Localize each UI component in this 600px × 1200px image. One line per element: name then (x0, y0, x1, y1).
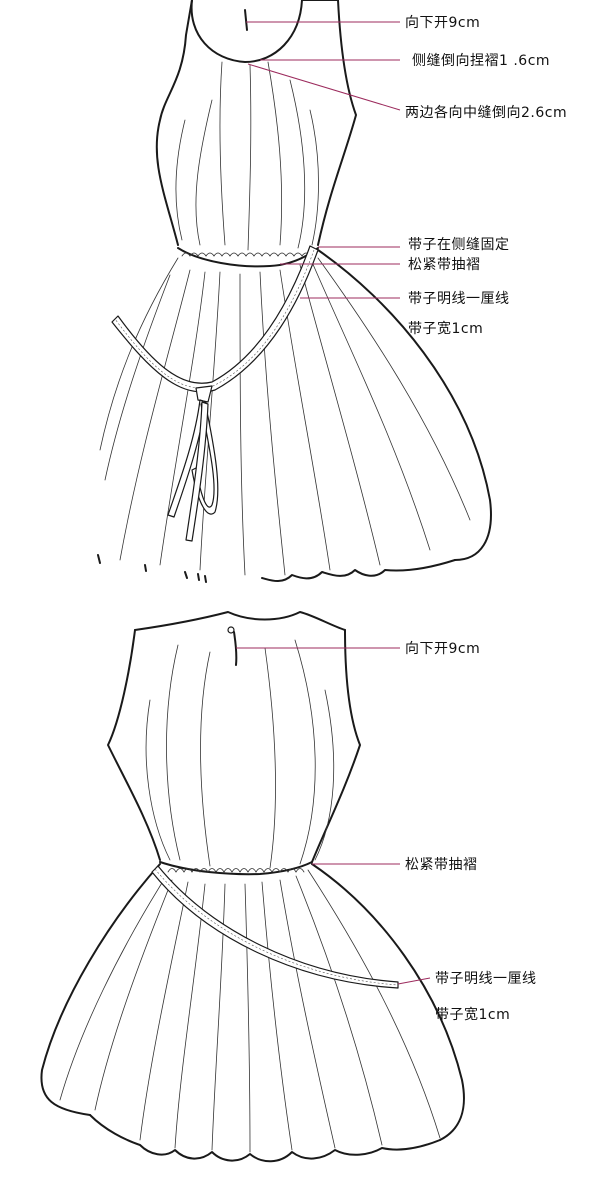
front-view-dress (40, 611, 465, 1163)
back-belt (111, 245, 319, 542)
front-belt (151, 865, 399, 989)
front-left-armhole (107, 629, 161, 861)
back-neck-opening (190, 0, 303, 63)
label-back-belt-stitch: 带子明线一厘线 (408, 291, 510, 307)
front-hem (89, 1114, 441, 1163)
back-skirt-right (317, 249, 492, 561)
back-leader-lines (246, 21, 401, 299)
back-view-dress (97, 0, 492, 583)
front-elastic-waist (159, 861, 313, 876)
label-back-belt-fixed: 带子在侧缝固定 (408, 237, 510, 253)
front-leader-lines (236, 647, 431, 985)
front-neckline-shoulders (134, 611, 346, 631)
label-front-elastic: 松紧带抽褶 (405, 857, 478, 873)
label-back-side-pleat: 侧缝倒向捏褶1 .6cm (412, 53, 551, 69)
front-waist-gather (167, 868, 305, 873)
front-skirt-folds (59, 869, 441, 1153)
label-back-elastic: 松紧带抽褶 (408, 257, 481, 273)
label-front-opening: 向下开9cm (405, 641, 481, 657)
back-left-side (155, 0, 193, 246)
front-right-armhole (311, 629, 361, 863)
back-slit (244, 9, 248, 31)
leader-back-center-pleat (247, 63, 401, 111)
back-waist-gather (181, 252, 311, 257)
back-elastic-waist (177, 247, 319, 268)
front-bodice-folds (145, 639, 335, 869)
label-front-belt-width: 带子宽1cm (435, 1007, 511, 1023)
label-front-belt-stitch: 带子明线一厘线 (435, 971, 537, 987)
front-skirt-right (311, 863, 465, 1141)
front-button (227, 626, 235, 634)
leader-front-belt-stitch (397, 977, 431, 985)
back-skirt-left (99, 257, 179, 451)
label-back-belt-width: 带子宽1cm (408, 321, 484, 337)
back-hem-ticks (97, 554, 207, 583)
back-right-armhole (301, 0, 357, 246)
label-back-opening: 向下开9cm (405, 15, 481, 31)
back-hem (261, 559, 456, 582)
front-keyhole (233, 631, 238, 666)
label-back-center-pleat: 两边各向中缝倒向2.6cm (405, 105, 568, 121)
back-bodice-folds (175, 61, 319, 251)
front-skirt-left (40, 863, 161, 1116)
